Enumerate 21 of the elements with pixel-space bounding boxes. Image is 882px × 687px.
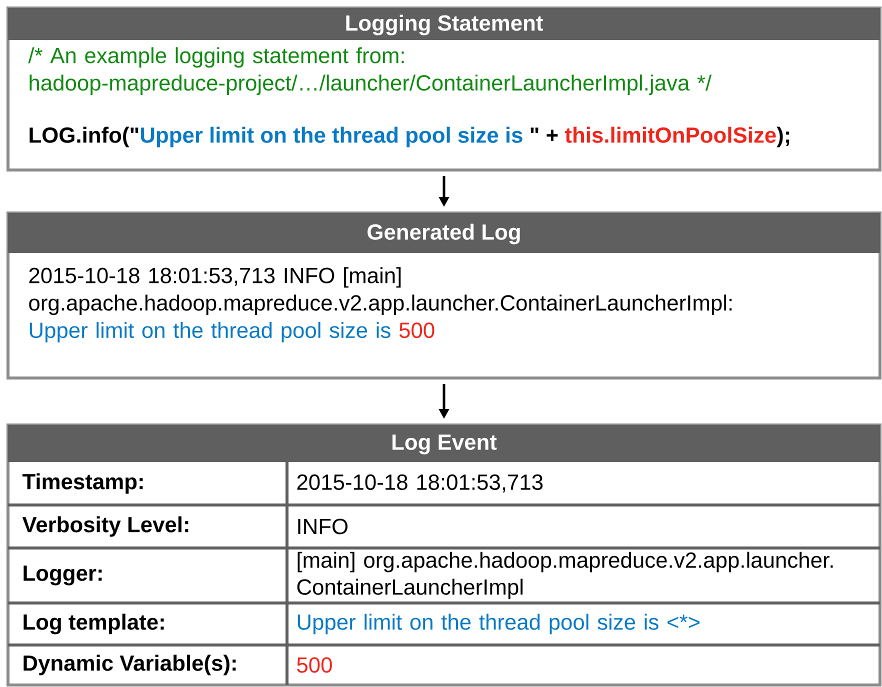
field-label: Timestamp:: [22, 473, 143, 494]
field-value: 500: [297, 657, 332, 673]
node-label: this.limitOnPoolSize: [564, 126, 776, 143]
field-value: [main] org.apache.hadoop.mapreduce.v2.app.launcher. ContainerLauncherImpl: [297, 552, 833, 600]
field-label: Verbosity Level:: [22, 516, 188, 537]
field-value: 2015-10-18 18:01:53,713: [297, 474, 543, 493]
code-comment: /* An example logging statement from: hadoop-mapreduce-project/…/launcher/ContainerLauncherImpl.java */: [28, 47, 712, 96]
field-value: Upper limit on the thread pool size is <*>: [298, 614, 700, 634]
field-label: Logger:: [24, 566, 102, 586]
field-label: Log template:: [24, 614, 164, 634]
log-text: 2015-10-18 18:01:53,713 INFO [main] org.apache.hadoop.mapreduce.v2.app.launcher.ContainerLauncherImpl: Upper limit on the thread pool size is 500: [29, 267, 732, 342]
node-label: LOG.info(": [30, 126, 138, 148]
header-bar: Generated Log: [8, 213, 880, 253]
node-label: Upper limit on the thread pool size is: [140, 126, 522, 148]
code-line: LOG.info("Upper limit on the thread pool size is " + this.limitOnPoolSize);: [30, 126, 790, 148]
node-label: );: [776, 126, 790, 148]
header-bar: Log Event: [8, 425, 880, 462]
node-label: " +: [530, 128, 558, 141]
field-value: INFO: [298, 518, 348, 534]
field-label: Dynamic Variable(s):: [24, 654, 236, 676]
header-bar: Logging Statement: [8, 8, 880, 40]
